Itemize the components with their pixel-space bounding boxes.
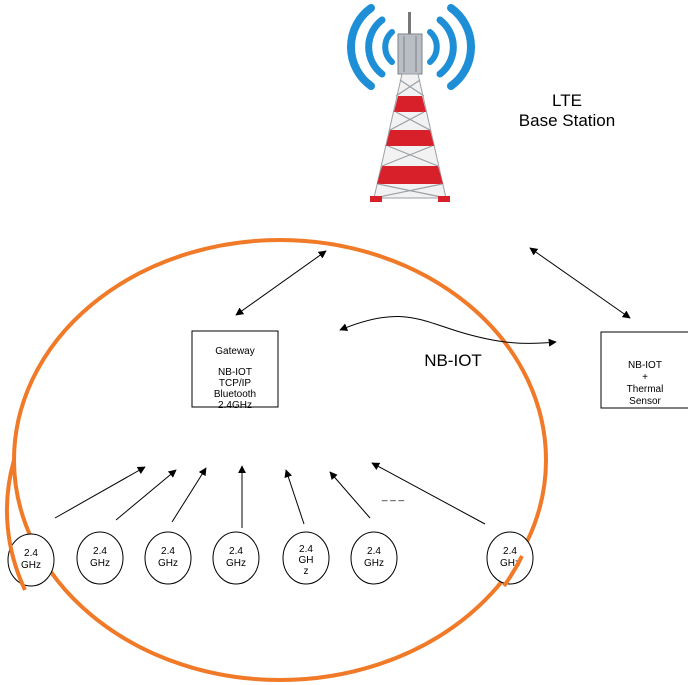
ghz-node-6: 2.4 GHz bbox=[350, 531, 398, 585]
sensor-tower-arrow bbox=[529, 247, 631, 319]
ghz-node-3-line1: 2.4 bbox=[161, 546, 175, 557]
ghz-node-4: 2.4 GHz bbox=[212, 531, 260, 585]
ghz-node-3-line2: GHz bbox=[158, 558, 178, 569]
node-arrow-2 bbox=[115, 469, 177, 521]
node-arrow-7 bbox=[371, 462, 486, 525]
ghz-node-3: 2.4 GHz bbox=[144, 531, 192, 585]
ghz-node-2: 2.4 GHz bbox=[76, 531, 124, 585]
lte-tower-icon bbox=[346, 4, 476, 202]
ghz-node-5: 2.4 GH z bbox=[282, 531, 330, 585]
ghz-node-4-line1: 2.4 bbox=[229, 546, 243, 557]
tower-label-line1: LTE bbox=[552, 91, 582, 110]
sensor-line-1: NB-IOT bbox=[628, 360, 662, 371]
ghz-node-5-line1: 2.4 bbox=[299, 544, 313, 555]
ghz-node-1-line2: GHz bbox=[21, 560, 41, 571]
sensor-line-3: Thermal bbox=[627, 384, 664, 395]
gateway-line-4: 2.4GHz bbox=[218, 400, 252, 411]
coverage-circle bbox=[12, 238, 548, 682]
gateway-title: Gateway bbox=[215, 346, 254, 357]
sensor-line-4: Sensor bbox=[629, 396, 661, 407]
ghz-node-6-line1: 2.4 bbox=[367, 546, 381, 557]
nbiot-link-arrow bbox=[339, 315, 557, 347]
ghz-node-5-line2: GH bbox=[299, 555, 314, 566]
ghz-node-7: 2.4 GHz bbox=[486, 531, 534, 585]
sensor-box bbox=[600, 331, 688, 409]
ghz-node-4-line2: GHz bbox=[226, 558, 246, 569]
gateway-tower-arrow bbox=[235, 250, 327, 316]
ghz-node-6-line2: GHz bbox=[364, 558, 384, 569]
gateway-line-3: Bluetooth bbox=[214, 389, 256, 400]
ghz-node-2-line1: 2.4 bbox=[93, 546, 107, 557]
node-arrow-5 bbox=[284, 469, 305, 525]
more-nodes-ellipsis: _ _ _ bbox=[381, 491, 405, 502]
node-arrow-1 bbox=[54, 466, 146, 519]
gateway-line-1: NB-IOT bbox=[218, 367, 252, 378]
node-arrows bbox=[54, 462, 486, 528]
gateway-line-2: TCP/IP bbox=[219, 378, 252, 389]
tower-label-line2: Base Station bbox=[519, 111, 615, 130]
ghz-node-7-line2: GHz bbox=[500, 558, 520, 569]
ghz-node-5-line3: z bbox=[304, 566, 309, 577]
node-arrow-3 bbox=[171, 467, 207, 523]
gateway-box bbox=[191, 330, 279, 408]
sensor-line-2: + bbox=[642, 372, 648, 383]
ghz-node-2-line2: GHz bbox=[90, 558, 110, 569]
nbiot-link-label: NB-IOT bbox=[424, 351, 482, 370]
node-arrow-6 bbox=[329, 471, 371, 519]
ghz-node-7-line1: 2.4 bbox=[503, 546, 517, 557]
ghz-node-1-line1: 2.4 bbox=[24, 548, 38, 559]
